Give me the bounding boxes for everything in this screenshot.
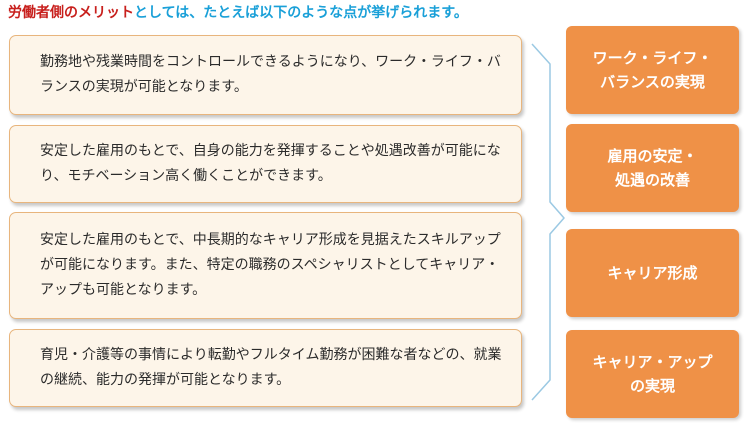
benefit-text: 安定した雇用のもとで、自身の能力を発揮することや処遇改善が可能になり、モチベーシ… [40,143,501,184]
right-brace-icon [531,43,565,401]
benefit-box-continuation: 育児・介護等の事情により転勤やフルタイム勤務が困難な者などの、就業の継続、能力の… [9,329,522,407]
benefit-box-career: 安定した雇用のもとで、中長期的なキャリア形成を見据えたスキルアップが可能になりま… [9,212,522,319]
result-tag-career-formation: キャリア形成 [566,229,739,317]
heading-lead: 労働者側のメリット [8,5,134,21]
benefit-text: 安定した雇用のもとで、中長期的なキャリア形成を見据えたスキルアップが可能になりま… [40,232,501,298]
result-tag-worklife-balance: ワーク・ライフ・ バランスの実現 [566,26,739,114]
benefit-text: 勤務地や残業時間をコントロールできるようになり、ワーク・ライフ・バランスの実現が… [40,54,501,95]
result-tag-label: キャリア形成 [607,264,698,282]
benefit-box-worklife: 勤務地や残業時間をコントロールできるようになり、ワーク・ライフ・バランスの実現が… [9,35,522,115]
benefit-text: 育児・介護等の事情により転勤やフルタイム勤務が困難な者などの、就業の継続、能力の… [40,347,502,388]
result-tag-label: キャリア・アップ の実現 [592,353,713,395]
benefit-box-treatment: 安定した雇用のもとで、自身の能力を発揮することや処遇改善が可能になり、モチベーシ… [9,125,522,203]
heading-rest: としては、たとえば以下のような点が挙げられます。 [134,5,468,21]
result-tag-label: ワーク・ライフ・ バランスの実現 [592,49,713,91]
result-tag-employment-stability: 雇用の安定・ 処遇の改善 [566,124,739,212]
result-tag-label: 雇用の安定・ 処遇の改善 [607,147,698,189]
page-heading: 労働者側のメリットとしては、たとえば以下のような点が挙げられます。 [8,2,468,24]
result-tag-career-up: キャリア・アップ の実現 [566,330,739,418]
